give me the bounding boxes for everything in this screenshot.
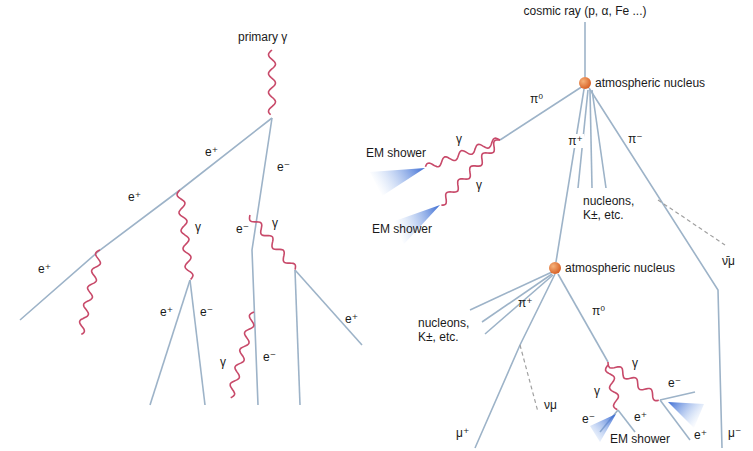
photon-wave <box>269 50 276 115</box>
particle-label: EM shower <box>610 432 670 446</box>
particle-label: νμ <box>544 398 557 412</box>
particle-label: π⁰ <box>530 92 543 106</box>
nucleus-label: atmospheric nucleus <box>565 261 675 275</box>
particle-label: EM shower <box>366 146 426 160</box>
particle-label: π⁻ <box>628 132 643 146</box>
particle-label: nucleons, K±, etc. <box>418 316 480 344</box>
pion-track <box>556 89 584 262</box>
nucleus-dot: atmospheric nucleus <box>579 77 591 89</box>
nucleus-dot: atmospheric nucleus <box>549 262 561 274</box>
particle-label: ν̄μ <box>722 254 735 268</box>
photon-wave <box>177 190 193 279</box>
edge-label: π⁺ <box>567 134 584 148</box>
particle-tracks <box>20 22 722 448</box>
photon-wave <box>80 250 101 334</box>
particle-label: e⁻ <box>263 350 276 364</box>
particle-label: e⁺ <box>38 262 51 276</box>
particle-label: e⁺ <box>345 312 358 326</box>
particle-label: γ <box>195 220 201 234</box>
particle-label: γ <box>594 384 600 398</box>
particle-label: γ <box>632 356 638 370</box>
particle-label: e⁻ <box>200 305 213 319</box>
particle-label: γ <box>272 216 278 230</box>
photon-wave <box>606 365 619 410</box>
particle-label: γ <box>220 355 226 369</box>
particle-label: e⁻ <box>277 160 290 174</box>
photon-waves <box>80 50 659 410</box>
particle-label: nucleons, K±, etc. <box>583 194 645 222</box>
particle-label: μ⁻ <box>728 426 741 440</box>
particle-label: e⁺ <box>160 305 173 319</box>
particle-label: primary γ <box>238 30 287 44</box>
nucleus-label: atmospheric nucleus <box>595 76 705 90</box>
photon-wave <box>250 215 296 270</box>
particle-label: π⁺ <box>518 296 533 310</box>
particle-label: e⁻ <box>582 412 595 426</box>
neutrino-tracks <box>520 200 725 412</box>
photon-wave <box>230 312 254 398</box>
particle-label: e⁺ <box>128 190 141 204</box>
particle-label: EM shower <box>372 222 432 236</box>
particle-label: γ <box>476 178 482 192</box>
particle-label: γ <box>456 132 462 146</box>
particle-label: π⁰ <box>592 304 605 318</box>
em-shower-cones <box>370 168 704 442</box>
photon-wave <box>441 140 500 205</box>
particle-label: μ⁺ <box>456 426 469 440</box>
particle-label: e⁺ <box>205 145 218 159</box>
particle-label: e⁺ <box>634 410 647 424</box>
particle-label: e⁻ <box>668 376 681 390</box>
particle-label: e⁺ <box>694 428 707 442</box>
particle-label: e⁻ <box>236 222 249 236</box>
particle-label: cosmic ray (p, α, Fe ...) <box>524 4 647 18</box>
